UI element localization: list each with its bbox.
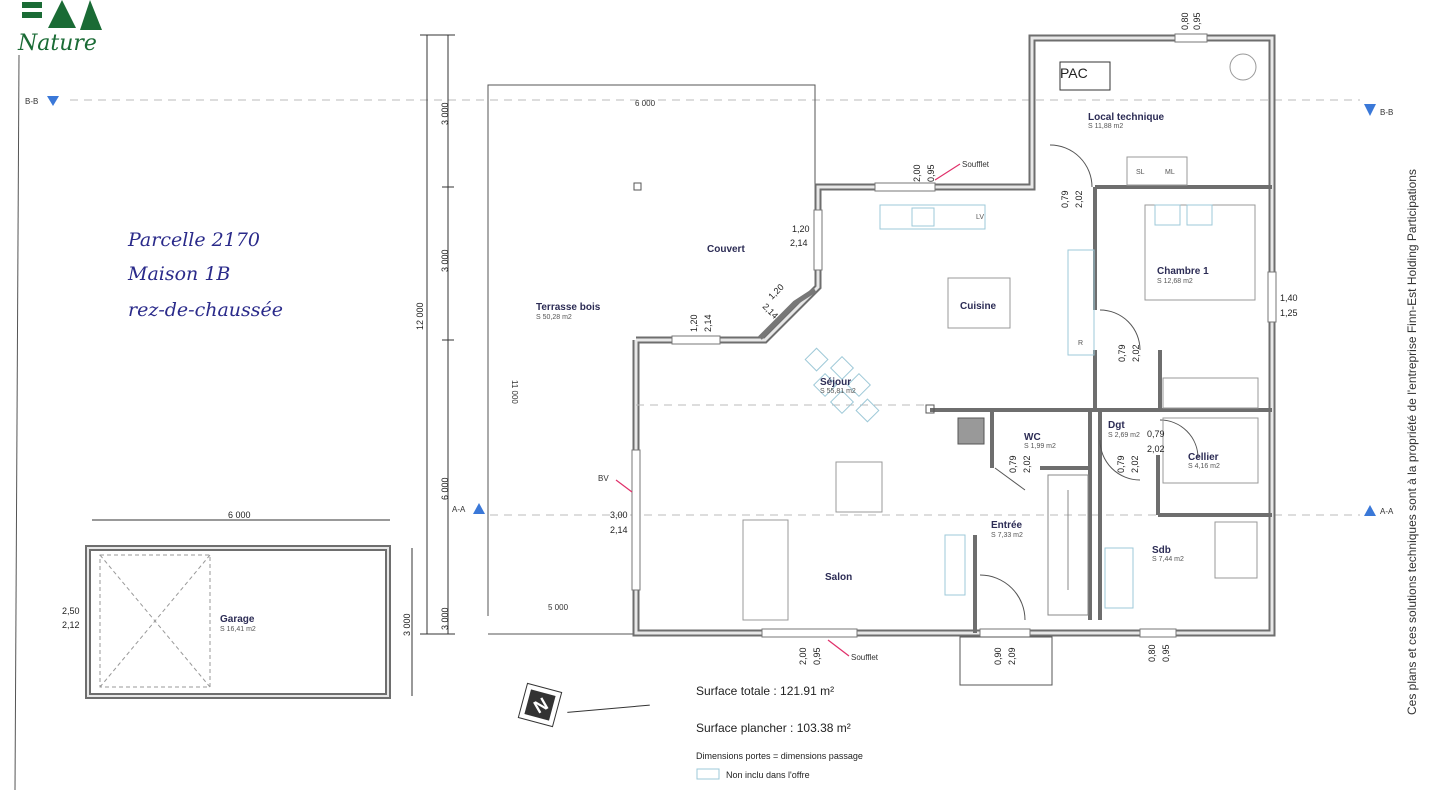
section-label-bb-left: B-B (25, 97, 38, 106)
handwritten-house: Maison 1B (127, 263, 230, 285)
svg-text:2,50: 2,50 (62, 606, 80, 616)
svg-text:0,90: 0,90 (993, 647, 1003, 665)
svg-text:2,02: 2,02 (1147, 444, 1165, 454)
interior-walls (930, 185, 1272, 633)
area-sdb: S 7,44 m2 (1152, 556, 1184, 563)
svg-text:2,02: 2,02 (1131, 344, 1141, 362)
svg-text:0,79: 0,79 (1147, 429, 1165, 439)
svg-text:0,95: 0,95 (812, 647, 822, 665)
north-compass-icon: N (517, 682, 650, 728)
dim-3000: 3 000 (440, 102, 450, 125)
handwritten-parcel: Parcelle 2170 (127, 229, 260, 251)
dim-6000: 6 000 (440, 477, 450, 500)
area-sejour: S 55,81 m2 (820, 388, 856, 395)
dim-garage-height: 3 000 (402, 613, 412, 636)
doors-note: Dimensions portes = dimensions passage (696, 751, 863, 761)
section-marker-icon (473, 503, 485, 514)
room-local-technique: Local technique (1088, 112, 1165, 123)
svg-text:2,00: 2,00 (912, 164, 922, 182)
svg-text:1,20: 1,20 (689, 314, 699, 332)
dim-3000: 3 000 (440, 607, 450, 630)
room-couvert: Couvert (707, 244, 745, 255)
dim-terrace-top: 6 000 (635, 99, 656, 108)
section-label-aa-right: A-A (1380, 507, 1394, 516)
room-entree: Entrée (991, 520, 1023, 531)
svg-text:0,95: 0,95 (1161, 644, 1171, 662)
svg-text:0,79: 0,79 (1117, 344, 1127, 362)
section-label-bb-right: B-B (1380, 108, 1393, 117)
room-wc: WC (1024, 432, 1041, 443)
dim-garage-width: 6 000 (228, 510, 251, 520)
legend-swatch (696, 768, 720, 780)
room-sejour: Séjour (820, 377, 851, 388)
room-cuisine: Cuisine (960, 301, 997, 312)
dim-terrace-bottom: 5 000 (548, 603, 569, 612)
label-soufflet-bottom: Soufflet (851, 653, 879, 662)
area-garage: S 16,41 m2 (220, 626, 256, 633)
svg-text:2,14: 2,14 (703, 314, 713, 332)
svg-text:2,09: 2,09 (1007, 647, 1017, 665)
opening-dimensions: 2,00 0,95 0,80 0,95 1,20 2,14 1,20 2,14 … (62, 12, 1298, 665)
svg-text:0,79: 0,79 (1116, 455, 1126, 473)
garage: 6 000 3 000 Garage S 16,41 m2 (85, 510, 413, 699)
fixture-r: R (1078, 340, 1083, 347)
svg-text:3,00: 3,00 (610, 510, 628, 520)
logo: Nature (17, 0, 102, 56)
svg-text:0,95: 0,95 (1192, 12, 1202, 30)
room-sdb: Sdb (1152, 545, 1171, 556)
svg-text:0,95: 0,95 (926, 164, 936, 182)
svg-text:1,20: 1,20 (766, 282, 785, 301)
area-wc: S 1,99 m2 (1024, 443, 1056, 450)
section-label-aa-left: A-A (452, 505, 466, 514)
dim-terrace-side: 11 000 (510, 380, 519, 404)
svg-text:1,20: 1,20 (792, 224, 810, 234)
copyright-notice: Ces plans et ces solutions techniques so… (1405, 169, 1419, 715)
legend-non-inclu: Non inclu dans l'offre (726, 770, 810, 780)
svg-text:0,80: 0,80 (1147, 644, 1157, 662)
svg-text:2,12: 2,12 (62, 620, 80, 630)
svg-text:0,80: 0,80 (1180, 12, 1190, 30)
svg-text:0,79: 0,79 (1008, 455, 1018, 473)
label-bv: BV (598, 474, 609, 483)
exterior-wall (632, 34, 1276, 637)
fixture-ml: ML (1165, 169, 1175, 176)
dim-3000: 3 000 (440, 249, 450, 272)
svg-text:2,02: 2,02 (1022, 455, 1032, 473)
svg-text:2,02: 2,02 (1074, 190, 1084, 208)
room-cellier: Cellier (1188, 452, 1219, 463)
label-soufflet-top: Soufflet (962, 160, 990, 169)
room-chambre1: Chambre 1 (1157, 266, 1209, 277)
room-garage: Garage (220, 614, 255, 625)
handwritten-level: rez-de-chaussée (128, 299, 283, 321)
fixture-sl: SL (1136, 169, 1145, 176)
area-dgt: S 2,69 m2 (1108, 432, 1140, 439)
svg-text:0,79: 0,79 (1060, 190, 1070, 208)
logo-text: Nature (17, 31, 97, 56)
surface-plancher: Surface plancher : 103.38 m² (696, 721, 851, 735)
section-marker-icon (1364, 104, 1376, 116)
svg-text:1,40: 1,40 (1280, 293, 1298, 303)
area-chambre1: S 12,68 m2 (1157, 278, 1193, 285)
fixture-lv: LV (976, 214, 984, 221)
section-marker-icon (47, 96, 59, 106)
furniture (742, 53, 1259, 621)
area-cellier: S 4,16 m2 (1188, 463, 1220, 470)
area-entree: S 7,33 m2 (991, 532, 1023, 539)
svg-text:2,14: 2,14 (610, 525, 628, 535)
area-local-technique: S 11,88 m2 (1088, 123, 1123, 130)
area-terrasse: S 50,28 m2 (536, 314, 572, 321)
room-salon: Salon (825, 572, 852, 583)
section-marker-icon (1364, 505, 1376, 516)
svg-text:2,02: 2,02 (1130, 455, 1140, 473)
dim-12000: 12 000 (415, 302, 425, 330)
svg-text:2,00: 2,00 (798, 647, 808, 665)
svg-text:2,14: 2,14 (790, 238, 808, 248)
room-dgt: Dgt (1108, 420, 1125, 431)
surface-totale: Surface totale : 121.91 m² (696, 684, 834, 698)
room-pac: PAC (1060, 65, 1088, 81)
room-terrasse: Terrasse bois (536, 302, 601, 313)
svg-text:1,25: 1,25 (1280, 308, 1298, 318)
